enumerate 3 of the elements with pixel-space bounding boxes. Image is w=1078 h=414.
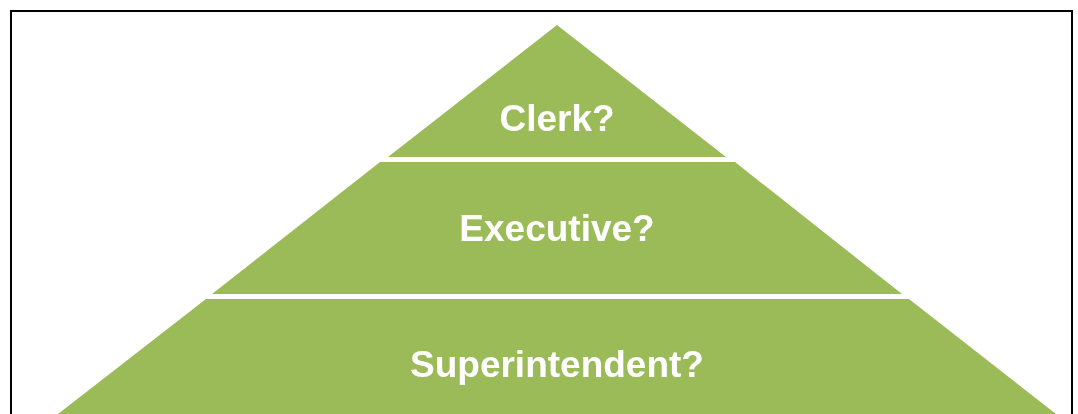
tier-label: Clerk?	[499, 98, 615, 139]
tier-label: Superintendent?	[410, 344, 704, 385]
tier-label: Executive?	[459, 208, 655, 249]
